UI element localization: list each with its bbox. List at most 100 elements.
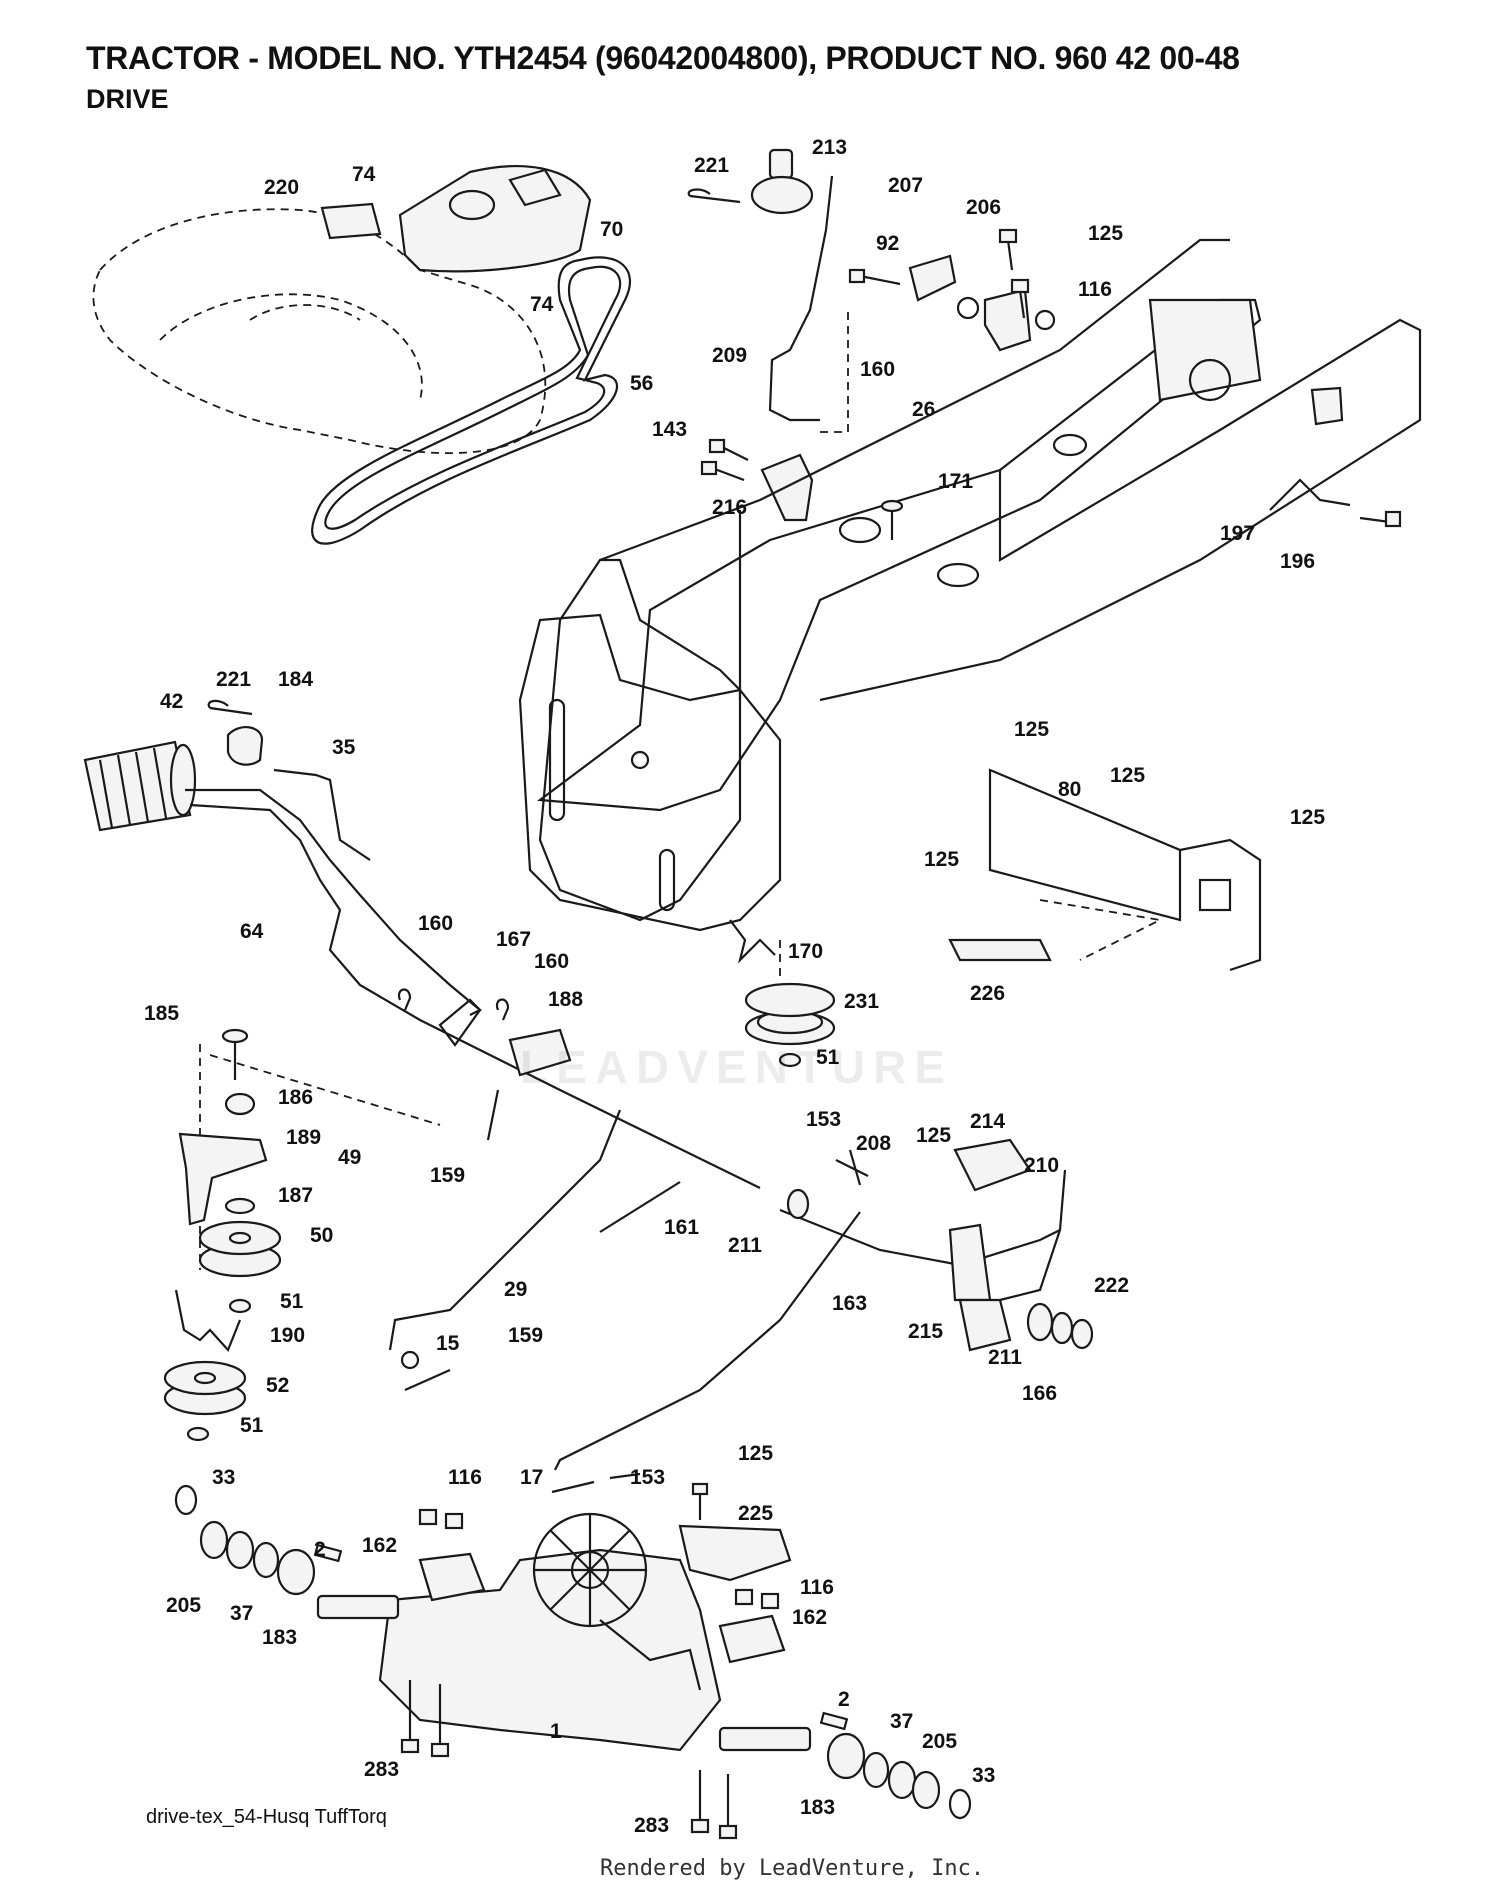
lift-rod xyxy=(768,175,834,422)
pulley-231 xyxy=(744,982,836,1068)
console-cover xyxy=(398,165,592,273)
callout-c33b: 33 xyxy=(972,1764,995,1787)
bushing-186 xyxy=(224,1092,256,1116)
callout-c125f: 125 xyxy=(916,1124,951,1147)
lift-guide xyxy=(820,312,849,433)
spring-17 xyxy=(551,1480,595,1494)
callout-c167: 167 xyxy=(496,928,531,951)
pulley-52 xyxy=(163,1360,247,1416)
page-subtitle: DRIVE xyxy=(86,84,169,114)
callout-c37a: 37 xyxy=(230,1602,253,1625)
callout-c51a: 51 xyxy=(816,1046,840,1069)
callout-c187: 187 xyxy=(278,1184,313,1207)
callout-c1: 1 xyxy=(550,1720,562,1743)
spring-161 xyxy=(599,1181,681,1233)
callout-c188: 188 xyxy=(548,988,583,1011)
seat-outline xyxy=(92,208,546,455)
callout-c153a: 153 xyxy=(806,1108,841,1131)
lift-knob xyxy=(750,148,814,215)
transaxle xyxy=(316,1512,812,1752)
lift-bracket xyxy=(908,254,1056,352)
callout-c222: 222 xyxy=(1094,1274,1129,1297)
footer-credit: Rendered by LeadVenture, Inc. xyxy=(600,1856,985,1881)
callout-c184: 184 xyxy=(278,668,313,691)
callout-c183a: 183 xyxy=(262,1626,297,1649)
callout-c125d: 125 xyxy=(1290,806,1325,829)
callout-c2a: 2 xyxy=(314,1538,326,1561)
callout-c50: 50 xyxy=(310,1224,333,1247)
bolt-pair xyxy=(700,438,749,482)
callout-c17: 17 xyxy=(520,1466,543,1489)
block-162-left xyxy=(418,1552,486,1602)
spring-159 xyxy=(486,1089,500,1141)
callout-c64: 64 xyxy=(240,920,264,943)
idler-arm xyxy=(178,1132,268,1226)
callout-c70: 70 xyxy=(600,218,623,241)
callout-labels: 7422070745622121320720612592116209160261… xyxy=(144,136,1325,1837)
callout-c196: 196 xyxy=(1280,550,1315,573)
washer-187 xyxy=(224,1197,256,1215)
callout-c35: 35 xyxy=(332,736,356,759)
callout-c162b: 162 xyxy=(792,1606,827,1629)
pin-160-left xyxy=(397,988,412,1011)
callout-c283a: 283 xyxy=(364,1758,399,1781)
callout-c159a: 159 xyxy=(430,1164,465,1187)
right-axle-hardware xyxy=(819,1711,972,1820)
nut-51-low xyxy=(186,1426,210,1442)
callout-c125a: 125 xyxy=(1088,222,1123,245)
callout-c160b: 160 xyxy=(418,912,453,935)
callout-c116c: 116 xyxy=(800,1576,834,1599)
callout-c74b: 74 xyxy=(530,293,554,316)
nut-51-mid xyxy=(228,1298,252,1314)
callout-c197: 197 xyxy=(1220,522,1255,545)
knob-184 xyxy=(226,726,264,766)
callout-c214: 214 xyxy=(970,1110,1005,1133)
callout-c170: 170 xyxy=(788,940,823,963)
callout-c42: 42 xyxy=(160,690,183,713)
callout-c116b: 116 xyxy=(448,1466,482,1489)
callout-c183b: 183 xyxy=(800,1796,835,1819)
callout-c205b: 205 xyxy=(922,1730,957,1753)
callout-c163: 163 xyxy=(832,1292,867,1315)
callout-c171: 171 xyxy=(938,470,973,493)
callout-c49: 49 xyxy=(338,1146,361,1169)
callout-c205a: 205 xyxy=(166,1594,201,1617)
spring-190 xyxy=(174,1289,242,1353)
pedal-assembly xyxy=(779,1138,1094,1352)
callout-c283b: 283 xyxy=(634,1814,669,1837)
callout-c220: 220 xyxy=(264,176,299,199)
clip-153 xyxy=(609,1472,641,1480)
rod-163 xyxy=(554,1211,861,1471)
callout-c189: 189 xyxy=(286,1126,321,1149)
decal xyxy=(320,202,382,240)
spring-170 xyxy=(729,919,776,964)
callout-c166: 166 xyxy=(1022,1382,1057,1405)
callout-c160a: 160 xyxy=(860,358,895,381)
callout-c211b: 211 xyxy=(988,1346,1022,1369)
callout-c153b: 153 xyxy=(630,1466,665,1489)
page-title: TRACTOR - MODEL NO. YTH2454 (96042004800… xyxy=(86,40,1240,76)
callout-c116a: 116 xyxy=(1078,278,1112,301)
callout-c80: 80 xyxy=(1058,778,1081,801)
bracket-188 xyxy=(508,1028,572,1077)
spring-159b xyxy=(404,1368,451,1392)
handle-grip xyxy=(83,740,197,832)
callout-c74a: 74 xyxy=(352,163,376,186)
callout-c208: 208 xyxy=(856,1132,891,1155)
callout-c160c: 160 xyxy=(534,950,569,973)
callout-c221b: 221 xyxy=(216,668,251,691)
callout-c52: 52 xyxy=(266,1374,289,1397)
rod-29 xyxy=(388,1109,622,1351)
callout-c51c: 51 xyxy=(240,1414,264,1437)
callout-c125c: 125 xyxy=(1110,764,1145,787)
callout-c186: 186 xyxy=(278,1086,313,1109)
callout-c37b: 37 xyxy=(890,1710,913,1733)
pin-160-right xyxy=(495,998,510,1021)
callout-c125g: 125 xyxy=(738,1442,773,1465)
tractor-frame xyxy=(537,238,1422,922)
callout-c206: 206 xyxy=(966,196,1001,219)
callout-c33a: 33 xyxy=(212,1466,235,1489)
washer-15 xyxy=(400,1350,420,1370)
callout-c125b: 125 xyxy=(1014,718,1049,741)
block-162-right xyxy=(718,1614,786,1664)
